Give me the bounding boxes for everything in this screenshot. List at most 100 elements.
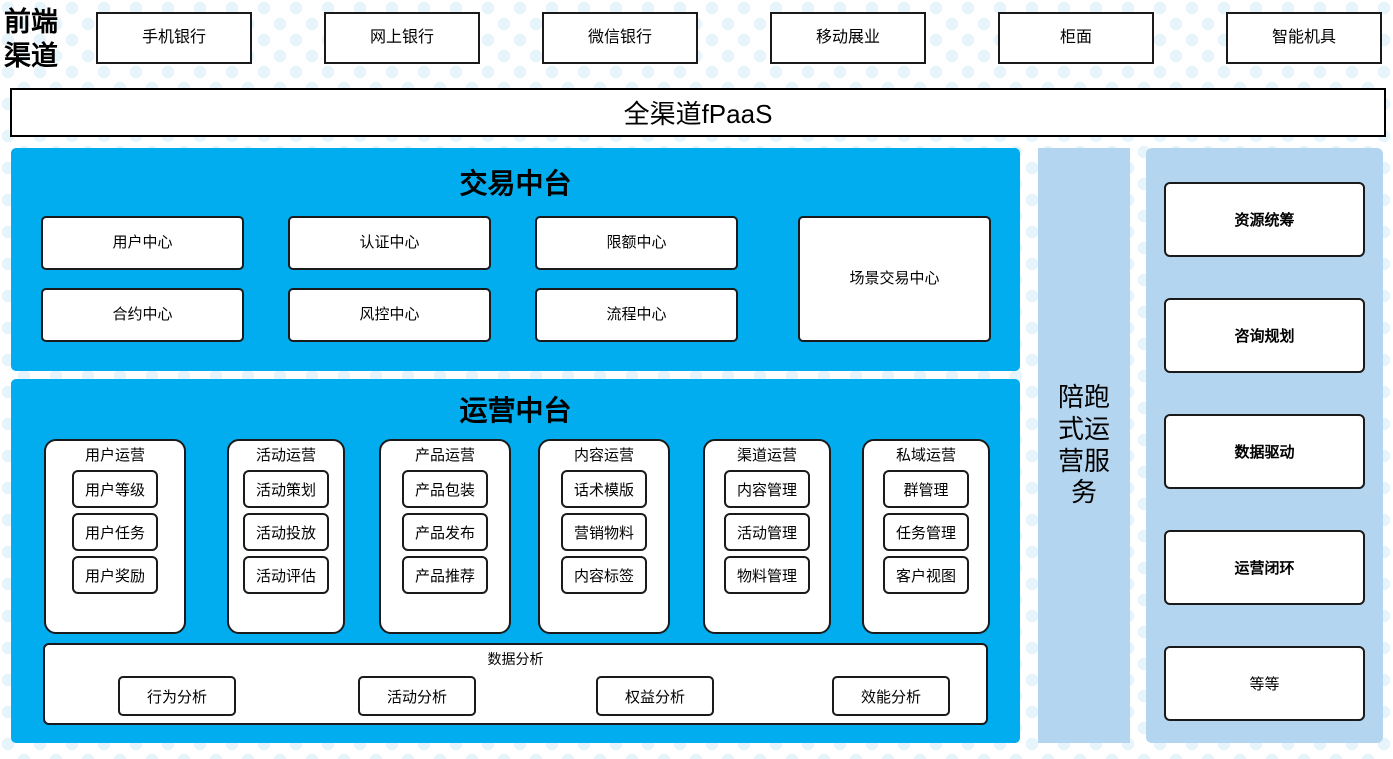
channel-box-label: 柜面 xyxy=(1059,28,1092,46)
scenario-trade-center-label: 场景交易中心 xyxy=(849,270,940,288)
ops-item-label: 内容标签 xyxy=(573,567,634,585)
ops-item-label: 产品包装 xyxy=(414,481,475,499)
channel-box-2[interactable]: 网上银行 xyxy=(324,12,480,64)
ops-item-3-2[interactable]: 产品发布 xyxy=(402,513,488,551)
ops-center-panel: 运营中台 用户运营用户等级用户任务用户奖励活动运营活动策划活动投放活动评估产品运… xyxy=(11,379,1020,743)
value-card-1[interactable]: 资源统筹 xyxy=(1164,182,1365,257)
value-card-label: 运营闭环 xyxy=(1234,560,1295,577)
ops-item-label: 产品发布 xyxy=(414,524,475,542)
ops-item-2-1[interactable]: 活动策划 xyxy=(243,470,329,508)
ops-group-1: 用户运营用户等级用户任务用户奖励 xyxy=(44,439,186,634)
ops-group-5: 渠道运营内容管理活动管理物料管理 xyxy=(703,439,831,634)
ops-group-title: 用户运营 xyxy=(84,447,145,464)
scenario-trade-center-box[interactable]: 场景交易中心 xyxy=(798,216,991,342)
value-card-label: 数据驱动 xyxy=(1234,444,1295,461)
ops-item-label: 用户任务 xyxy=(84,524,145,542)
accompanying-service-column: 陪跑式运营服务 xyxy=(1038,148,1130,743)
ops-item-label: 活动策划 xyxy=(255,481,316,499)
ops-item-label: 用户奖励 xyxy=(84,567,145,585)
data-analysis-item-3[interactable]: 权益分析 xyxy=(596,676,714,716)
ops-group-title: 内容运营 xyxy=(573,447,634,464)
value-card-label: 等等 xyxy=(1249,676,1280,693)
channel-box-3[interactable]: 微信银行 xyxy=(542,12,698,64)
trade-center-box-5[interactable]: 风控中心 xyxy=(288,288,491,342)
ops-group-title: 活动运营 xyxy=(255,447,316,464)
ops-item-3-3[interactable]: 产品推荐 xyxy=(402,556,488,594)
ops-item-5-2[interactable]: 活动管理 xyxy=(724,513,810,551)
ops-group-title: 渠道运营 xyxy=(736,447,797,464)
ops-group-4: 内容运营话术模版营销物料内容标签 xyxy=(538,439,670,634)
trade-center-box-label: 风控中心 xyxy=(359,306,420,324)
ops-item-5-3[interactable]: 物料管理 xyxy=(724,556,810,594)
channel-box-label: 智能机具 xyxy=(1271,28,1336,46)
trade-center-box-label: 用户中心 xyxy=(112,234,173,252)
trade-center-title: 交易中台 xyxy=(459,168,572,199)
ops-item-label: 活动管理 xyxy=(736,524,797,542)
ops-item-label: 活动评估 xyxy=(255,567,316,585)
value-card-3[interactable]: 数据驱动 xyxy=(1164,414,1365,489)
value-card-label: 资源统筹 xyxy=(1234,212,1295,229)
ops-item-2-3[interactable]: 活动评估 xyxy=(243,556,329,594)
ops-item-6-2[interactable]: 任务管理 xyxy=(883,513,969,551)
ops-item-label: 内容管理 xyxy=(736,481,797,499)
ops-item-3-1[interactable]: 产品包装 xyxy=(402,470,488,508)
fpaas-bar[interactable]: 全渠道fPaaS xyxy=(10,88,1386,137)
ops-item-5-1[interactable]: 内容管理 xyxy=(724,470,810,508)
ops-group-title: 产品运营 xyxy=(414,447,475,464)
trade-center-box-label: 合约中心 xyxy=(112,306,173,324)
ops-item-6-3[interactable]: 客户视图 xyxy=(883,556,969,594)
trade-center-box-label: 限额中心 xyxy=(606,234,667,252)
ops-item-4-1[interactable]: 话术模版 xyxy=(561,470,647,508)
channel-box-label: 微信银行 xyxy=(587,28,652,46)
ops-item-4-2[interactable]: 营销物料 xyxy=(561,513,647,551)
ops-group-2: 活动运营活动策划活动投放活动评估 xyxy=(227,439,345,634)
ops-item-label: 群管理 xyxy=(903,481,949,499)
ops-item-label: 话术模版 xyxy=(573,481,634,499)
ops-center-title: 运营中台 xyxy=(459,395,572,426)
channel-box-label: 手机银行 xyxy=(141,28,206,46)
channel-box-4[interactable]: 移动展业 xyxy=(770,12,926,64)
ops-item-1-1[interactable]: 用户等级 xyxy=(72,470,158,508)
value-column: 资源统筹咨询规划数据驱动运营闭环等等 xyxy=(1146,148,1383,743)
trade-center-box-3[interactable]: 限额中心 xyxy=(535,216,738,270)
trade-center-box-4[interactable]: 合约中心 xyxy=(41,288,244,342)
channel-box-6[interactable]: 智能机具 xyxy=(1226,12,1382,64)
value-card-2[interactable]: 咨询规划 xyxy=(1164,298,1365,373)
ops-item-1-3[interactable]: 用户奖励 xyxy=(72,556,158,594)
ops-item-label: 物料管理 xyxy=(736,567,797,585)
ops-item-4-3[interactable]: 内容标签 xyxy=(561,556,647,594)
channel-box-label: 网上银行 xyxy=(369,28,434,46)
ops-item-label: 活动投放 xyxy=(255,524,316,542)
ops-group-6: 私域运营群管理任务管理客户视图 xyxy=(862,439,990,634)
accompanying-service-label: 陪跑式运营服务 xyxy=(1057,382,1110,508)
trade-center-box-2[interactable]: 认证中心 xyxy=(288,216,491,270)
channel-box-label: 移动展业 xyxy=(815,28,880,46)
ops-item-6-1[interactable]: 群管理 xyxy=(883,470,969,508)
ops-item-label: 任务管理 xyxy=(895,524,956,542)
ops-item-2-2[interactable]: 活动投放 xyxy=(243,513,329,551)
ops-item-1-2[interactable]: 用户任务 xyxy=(72,513,158,551)
value-card-label: 咨询规划 xyxy=(1234,328,1295,345)
channel-box-1[interactable]: 手机银行 xyxy=(96,12,252,64)
front-channel-label-line1: 前端 xyxy=(4,7,58,38)
channel-box-5[interactable]: 柜面 xyxy=(998,12,1154,64)
ops-group-3: 产品运营产品包装产品发布产品推荐 xyxy=(379,439,511,634)
value-card-4[interactable]: 运营闭环 xyxy=(1164,530,1365,605)
data-analysis-item-4[interactable]: 效能分析 xyxy=(832,676,950,716)
data-analysis-item-1[interactable]: 行为分析 xyxy=(118,676,236,716)
trade-center-box-label: 认证中心 xyxy=(359,234,420,252)
ops-group-title: 私域运营 xyxy=(895,447,956,464)
data-analysis-item-label: 权益分析 xyxy=(624,688,685,706)
front-channel-label-line2: 渠道 xyxy=(4,41,58,71)
trade-center-panel: 交易中台 用户中心 认证中心 限额中心合约中心 风控中心 流程中心 场景交易中心 xyxy=(11,148,1020,371)
trade-center-box-1[interactable]: 用户中心 xyxy=(41,216,244,270)
data-analysis-section: 数据分析 行为分析活动分析权益分析效能分析 xyxy=(43,643,988,725)
trade-center-box-label: 流程中心 xyxy=(606,306,667,324)
trade-center-box-6[interactable]: 流程中心 xyxy=(535,288,738,342)
ops-item-label: 客户视图 xyxy=(895,567,956,585)
value-card-5[interactable]: 等等 xyxy=(1164,646,1365,721)
front-channel-label: 前端 渠道 xyxy=(4,2,82,78)
ops-item-label: 用户等级 xyxy=(84,481,145,499)
data-analysis-item-2[interactable]: 活动分析 xyxy=(358,676,476,716)
